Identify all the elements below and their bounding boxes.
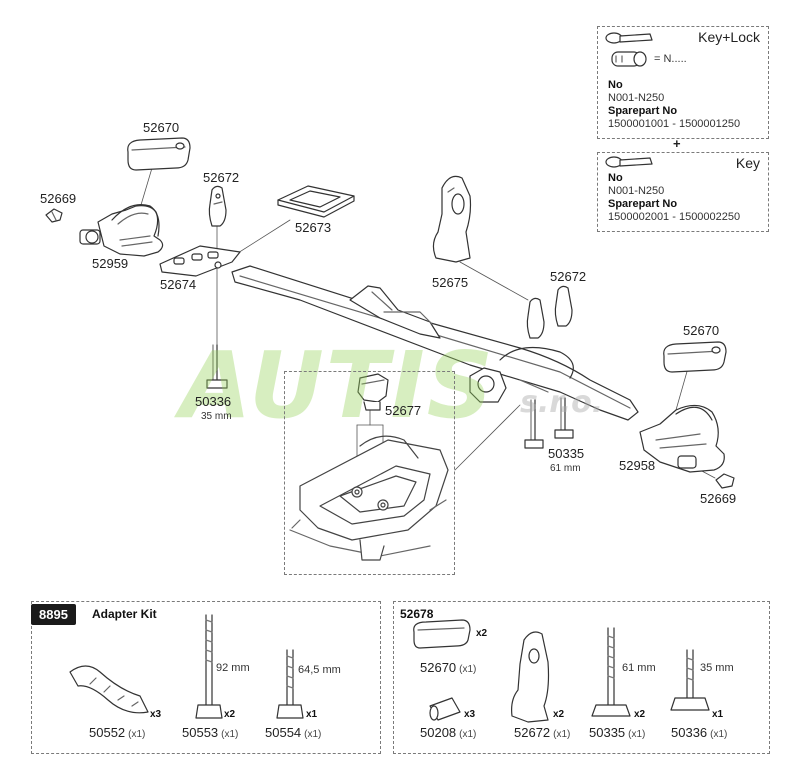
bolt-50336-drawing (206, 344, 228, 389)
key-spare-value: 1500002001 - 1500002250 (608, 211, 741, 223)
watermark-suffix: s.r.o. (520, 388, 603, 418)
part-label-52677: 52677 (385, 403, 422, 418)
kit-52678-drawing (413, 619, 710, 723)
pad-52670-right-drawing (663, 341, 727, 373)
bolts-50335-drawing (524, 397, 574, 449)
adapter-item-50552-count: (x1) (128, 729, 146, 740)
key-no-value: N001-N250 (608, 185, 665, 197)
pad-52670-top-drawing (127, 137, 191, 171)
kit-item-50208-code: 50208 (420, 725, 457, 740)
kit-item-52672-count: (x1) (553, 729, 571, 740)
part-label-52959: 52959 (92, 256, 129, 271)
part-length-50335: 61 mm (550, 463, 581, 474)
key-lock-box: Key+Lock = N..... No N001-N250 Sparepart… (597, 26, 769, 139)
kit-item-52670-code: 52670 (420, 660, 457, 675)
watermark-text: AUTIS (180, 332, 496, 439)
kit-item-52672: 52672(x1) (514, 725, 570, 740)
kit-item-52670-count: (x1) (459, 664, 477, 675)
clamp-52672-left-drawing (208, 185, 227, 227)
key-title: Key (735, 155, 760, 171)
part-label-52958: 52958 (619, 458, 656, 473)
key-lock-icons-drawing (605, 32, 653, 67)
kit-item-50335-qty: x2 (634, 709, 646, 720)
part-label-52669-left: 52669 (40, 191, 77, 206)
rail-mount-drawing (469, 346, 574, 403)
kit-item-50208-count: (x1) (459, 729, 477, 740)
adapter-item-50554-count: (x1) (304, 729, 322, 740)
part-label-50336: 50336 (195, 394, 232, 409)
key-lock-spare-value: 1500001001 - 1500001250 (608, 118, 741, 130)
inset-base-drawing (289, 435, 449, 561)
adapter-item-50552-code: 50552 (89, 725, 126, 740)
part-length-50336: 35 mm (201, 411, 232, 422)
key-lock-spare-label: Sparepart No (608, 105, 678, 117)
key-lock-no-value: N001-N250 (608, 92, 665, 104)
key-no-label: No (608, 172, 623, 184)
clamp-52672-right-drawing (526, 285, 573, 339)
arm-52675-drawing (432, 175, 472, 263)
adapter-item-50552: 50552(x1) (89, 725, 145, 740)
kit-item-50208-qty: x3 (464, 709, 476, 720)
plus-sign: + (673, 136, 681, 151)
adapter-kit-box (31, 601, 381, 754)
part-label-52672-right: 52672 (550, 269, 587, 284)
kit-item-50336-length: 35 mm (700, 662, 734, 674)
adapter-item-50553: 50553(x1) (182, 725, 238, 740)
adapter-item-50553-code: 50553 (182, 725, 219, 740)
insert-52677-drawing (357, 373, 389, 411)
plate-52674-drawing (159, 245, 241, 277)
knob-52669-right-drawing (715, 473, 735, 489)
key-lock-title: Key+Lock (698, 29, 760, 45)
adapter-item-50554-code: 50554 (265, 725, 302, 740)
adapter-item-50554-qty: x1 (306, 709, 318, 720)
kit-item-50335-length: 61 mm (622, 662, 656, 674)
adapter-item-50553-count: (x1) (221, 729, 239, 740)
knob-52669-left-drawing (45, 208, 63, 223)
watermark-suffix-text: s.r.o. (520, 385, 604, 420)
adapter-item-50553-length: 92 mm (216, 662, 250, 674)
kit-item-52672-code: 52672 (514, 725, 551, 740)
adapter-item-50552-qty: x3 (150, 709, 162, 720)
part-label-52675: 52675 (432, 275, 469, 290)
part-label-52670-top: 52670 (143, 120, 180, 135)
key-lock-no-label: No (608, 79, 623, 91)
kit-item-50336-code: 50336 (671, 725, 708, 740)
kit-item-52670: 52670(x1) (420, 660, 476, 675)
kit-item-52670-qty: x2 (476, 628, 488, 639)
inset-detail-box (284, 371, 455, 575)
kit-item-50208: 50208(x1) (420, 725, 476, 740)
rail-drawing (231, 265, 639, 421)
adapter-kit-title: Adapter Kit (92, 607, 157, 621)
part-label-52674: 52674 (160, 277, 197, 292)
kit-item-50336: 50336(x1) (671, 725, 727, 740)
part-label-52673: 52673 (295, 220, 332, 235)
part-label-52669-right: 52669 (700, 491, 737, 506)
frame-52673-drawing (277, 185, 355, 218)
key-box: Key No N001-N250 Sparepart No 1500002001… (597, 152, 769, 232)
key-lock-equals: = N..... (654, 53, 687, 65)
watermark-logo: AUTIS (180, 340, 495, 432)
wheel-holder-52958-drawing (639, 404, 725, 473)
kit-item-50335: 50335(x1) (589, 725, 645, 740)
key-icon-drawing (605, 156, 653, 168)
part-label-50335: 50335 (548, 446, 585, 461)
adapter-kit-badge: 8895 (31, 604, 76, 625)
kit-item-50335-count: (x1) (628, 729, 646, 740)
wheel-holder-52959-drawing (79, 204, 164, 257)
kit-52678-box (393, 601, 770, 754)
adapter-kit-drawing (69, 614, 304, 719)
kit-item-52672-qty: x2 (553, 709, 565, 720)
adapter-item-50553-qty: x2 (224, 709, 236, 720)
key-spare-label: Sparepart No (608, 198, 678, 210)
adapter-item-50554-length: 64,5 mm (298, 664, 341, 676)
kit-item-50336-qty: x1 (712, 709, 724, 720)
adapter-item-50554: 50554(x1) (265, 725, 321, 740)
part-label-52672-left: 52672 (203, 170, 240, 185)
kit-item-50335-code: 50335 (589, 725, 626, 740)
kit-item-50336-count: (x1) (710, 729, 728, 740)
part-label-52670-right: 52670 (683, 323, 720, 338)
kit-52678-title: 52678 (400, 607, 434, 621)
